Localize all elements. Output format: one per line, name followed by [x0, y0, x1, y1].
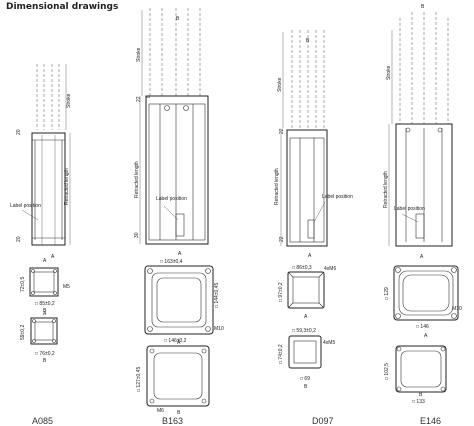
- column-b163-caption: B163: [162, 416, 183, 426]
- b163-s2-screw: M6: [157, 408, 164, 414]
- b163-s2-b: B: [177, 410, 181, 416]
- a085-s2-a: A: [43, 311, 47, 317]
- e146-section-outer: [393, 265, 459, 321]
- column-b163: Stroke B 22 8 Retracted length 30 Label …: [134, 8, 224, 426]
- e146-section-outer: [395, 345, 447, 393]
- b163-s1-a: A: [177, 340, 181, 346]
- b163-label-position: Label position: [156, 196, 187, 202]
- b163-body: [145, 95, 209, 245]
- d097-s2-b: B: [304, 384, 308, 390]
- a085-s2-horizontal: □ 76±0,2: [35, 351, 55, 357]
- a085-stroke-label: Stroke: [66, 93, 72, 108]
- e146-s1-vertical: □ 129: [384, 287, 390, 300]
- d097-top-b: B: [306, 38, 310, 44]
- a085-section-1: 72±0,5 M5 □ 85±0,2 A B: [20, 258, 70, 314]
- e146-stroke-label: Stroke: [386, 65, 392, 80]
- d097-stroke-label: Stroke: [277, 77, 283, 92]
- a085-view-a: A: [51, 254, 55, 260]
- d097-section-outer: [287, 271, 325, 309]
- d097-s1-screw: 4xM6: [324, 266, 336, 272]
- d097-s2-screw: 4xM5: [323, 340, 335, 346]
- a085-s1-b: B: [43, 308, 47, 314]
- e146-top-b: B: [421, 4, 425, 10]
- b163-top-b: B: [176, 16, 180, 22]
- e146-s1-horizontal: □ 146: [416, 324, 429, 330]
- a085-s1-vertical: 72±0,5: [20, 277, 26, 292]
- e146-s1-a: A: [424, 333, 428, 339]
- e146-section-1: □ 129 □ 146 M10 A: [384, 265, 462, 339]
- a085-section-outer: [30, 317, 58, 345]
- a085-label-position: Label position: [10, 203, 41, 209]
- e146-retracted-label: Retracted length: [383, 171, 389, 208]
- b163-stroke-label: Stroke: [136, 47, 142, 62]
- e146-s2-b: B: [419, 392, 423, 398]
- d097-body: [286, 129, 328, 247]
- b163-section-1: □ 163±0,4 □ 144±0,45 M10 A: [144, 259, 224, 346]
- a085-s1-a: A: [43, 258, 47, 264]
- d097-s2-vertical: □ 74±0,2: [278, 344, 284, 364]
- a085-retracted-label: Retracted length: [64, 168, 70, 205]
- a085-s1-screw: M5: [63, 284, 70, 290]
- d097-s2-horizontal: □ 59,3±0,2: [292, 328, 316, 334]
- a085-s1-horizontal: □ 85±0,2: [35, 301, 55, 307]
- e146-s2-vertical: □ 102,5: [384, 363, 390, 380]
- e146-s2-horizontal: □ 133: [412, 399, 425, 405]
- b163-dim-bottom: 30: [134, 232, 140, 238]
- column-e146-caption: E146: [420, 416, 441, 426]
- b163-section-outer: [144, 265, 214, 335]
- d097-dim-bottom: 22: [279, 236, 285, 242]
- column-d097-caption: D097: [312, 416, 334, 426]
- b163-view-a: A: [178, 251, 182, 257]
- b163-section-2: □ 146±0,2 □ 127±0,45 M6 B: [136, 338, 210, 416]
- b163-s2-horizontal: □ 146±0,2: [164, 338, 187, 344]
- d097-s1-horizontal: □ 86±0,3: [292, 265, 312, 271]
- a085-body: [31, 132, 66, 246]
- d097-section-1: □ 86±0,3 □ 97±0,2 4xM6 A: [278, 265, 336, 320]
- d097-view-a: A: [308, 253, 312, 259]
- a085-dim-top: 20: [16, 129, 22, 135]
- e146-view-a: A: [420, 254, 424, 260]
- d097-label-position: Label position: [322, 194, 353, 200]
- e146-label-position: Label position: [394, 206, 425, 212]
- a085-section-outer: [29, 267, 59, 297]
- e146-body: [395, 123, 453, 247]
- b163-s1-vertical: □ 144±0,45: [214, 283, 220, 308]
- d097-retracted-label: Retracted length: [274, 168, 280, 205]
- column-a085: Stroke Retracted length 20 20 Label posi…: [10, 64, 72, 426]
- b163-section-outer: [146, 345, 210, 407]
- column-d097: Stroke B 22 Retracted length 22 Label po…: [274, 30, 353, 426]
- page-title: Dimensional drawings: [6, 2, 119, 12]
- d097-section-2: □ 59,3±0,2 □ 74±0,2 4xM5 □ 69 B: [278, 328, 335, 390]
- e146-section-2: □ 102,5 □ 133 B: [384, 345, 447, 405]
- b163-s1-horizontal: □ 163±0,4: [160, 259, 183, 265]
- a085-s2-vertical: 59±0,2: [20, 325, 26, 340]
- b163-retracted-label: Retracted length: [134, 161, 140, 198]
- e146-s1-screw: M10: [452, 306, 462, 312]
- column-a085-caption: A085: [32, 416, 53, 426]
- d097-s1-vertical: □ 97±0,2: [278, 282, 284, 302]
- a085-s2-b: B: [43, 358, 47, 364]
- d097-dim-top: 22: [279, 128, 285, 134]
- d097-s2-extra: □ 69: [300, 376, 310, 382]
- column-e146: Stroke B Retracted length Label position…: [383, 4, 462, 426]
- a085-section-2: 59±0,2 □ 76±0,2 A B: [20, 311, 58, 364]
- b163-dim-top-a: 22: [136, 96, 142, 102]
- b163-s2-vertical: □ 127±0,45: [136, 367, 142, 392]
- d097-section-outer: [288, 335, 322, 369]
- d097-s1-a: A: [304, 314, 308, 320]
- b163-s1-screw: M10: [214, 326, 224, 332]
- a085-dim-bottom: 20: [16, 236, 22, 242]
